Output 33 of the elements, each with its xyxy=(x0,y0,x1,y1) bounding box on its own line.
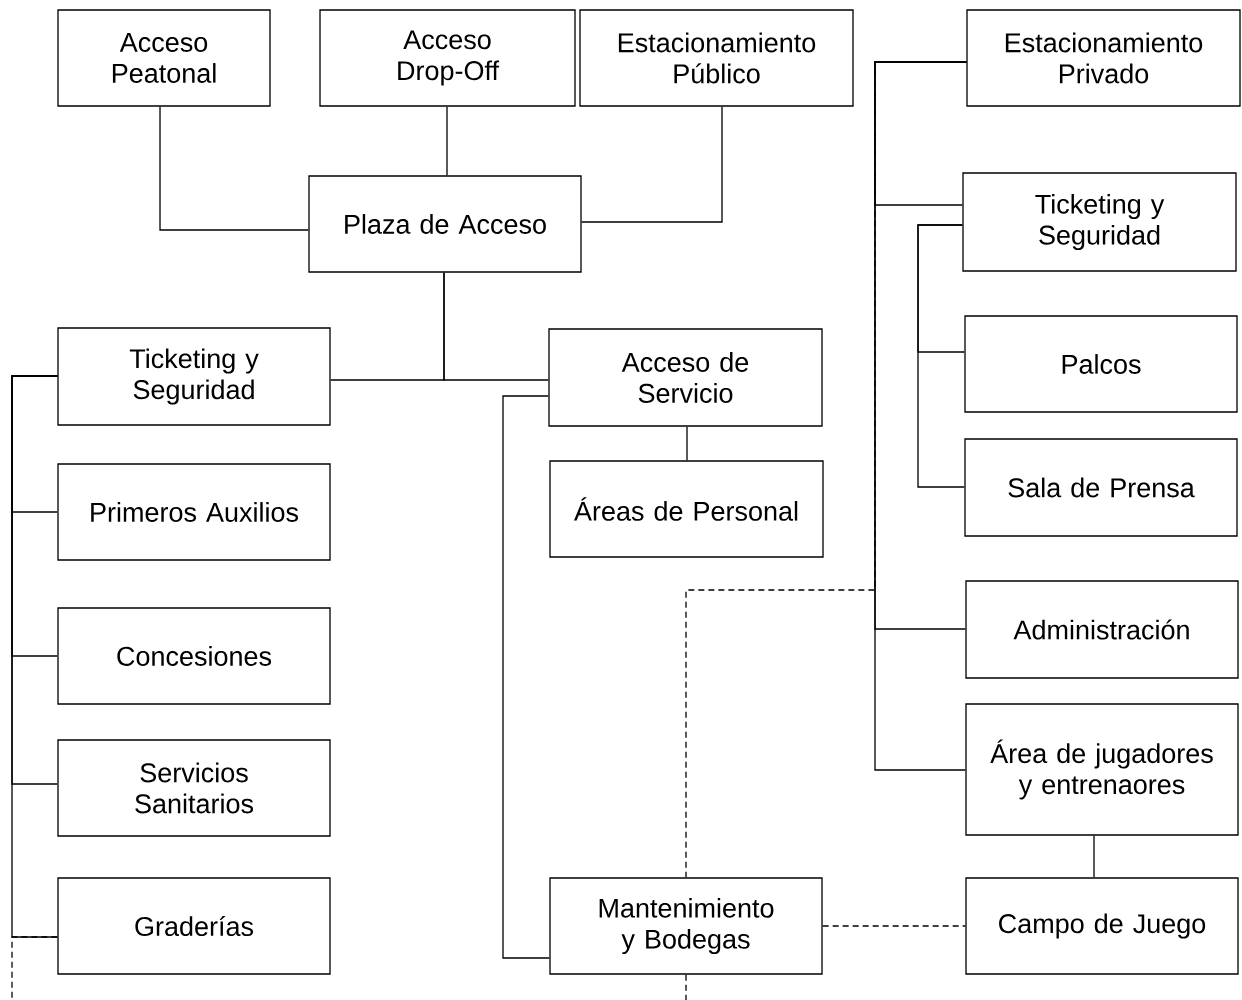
process-box: Acceso Drop-Off xyxy=(319,9,576,107)
process-box: Graderías xyxy=(57,877,331,975)
connector-line xyxy=(874,61,967,771)
process-box: Estacionamiento Privado xyxy=(966,9,1241,107)
connector-line xyxy=(502,395,550,959)
process-box: Ticketing y Seguridad xyxy=(57,327,331,426)
connector-line xyxy=(685,61,967,878)
connector-line xyxy=(443,272,549,381)
process-box: Concesiones xyxy=(57,607,331,705)
process-box: Plaza de Acceso xyxy=(308,175,582,273)
process-box: Estacionamiento Público xyxy=(579,9,854,107)
process-box: Sala de Prensa xyxy=(964,438,1238,537)
process-box: Primeros Auxilios xyxy=(57,463,331,561)
process-box: Servicios Sanitarios xyxy=(57,739,331,837)
connector-line xyxy=(11,375,58,938)
connector-line xyxy=(581,105,723,223)
connector-line xyxy=(917,224,965,488)
process-box: Acceso de Servicio xyxy=(548,328,823,427)
connector-line xyxy=(159,105,309,231)
connector-line xyxy=(685,974,687,1000)
connector-line xyxy=(686,426,688,461)
process-box: Área de jugadores y entrenaores xyxy=(965,703,1239,836)
process-box: Ticketing y Seguridad xyxy=(962,172,1237,272)
process-box: Áreas de Personal xyxy=(549,460,824,558)
process-box: Acceso Peatonal xyxy=(57,9,271,107)
connector-line xyxy=(11,936,58,1000)
process-box: Mantenimiento y Bodegas xyxy=(549,877,823,975)
connector-line xyxy=(1093,835,1095,878)
connector-line xyxy=(822,925,966,927)
process-box: Administración xyxy=(965,580,1239,679)
process-box: Campo de Juego xyxy=(965,877,1239,975)
connector-line xyxy=(446,105,448,176)
process-box: Palcos xyxy=(964,315,1238,413)
